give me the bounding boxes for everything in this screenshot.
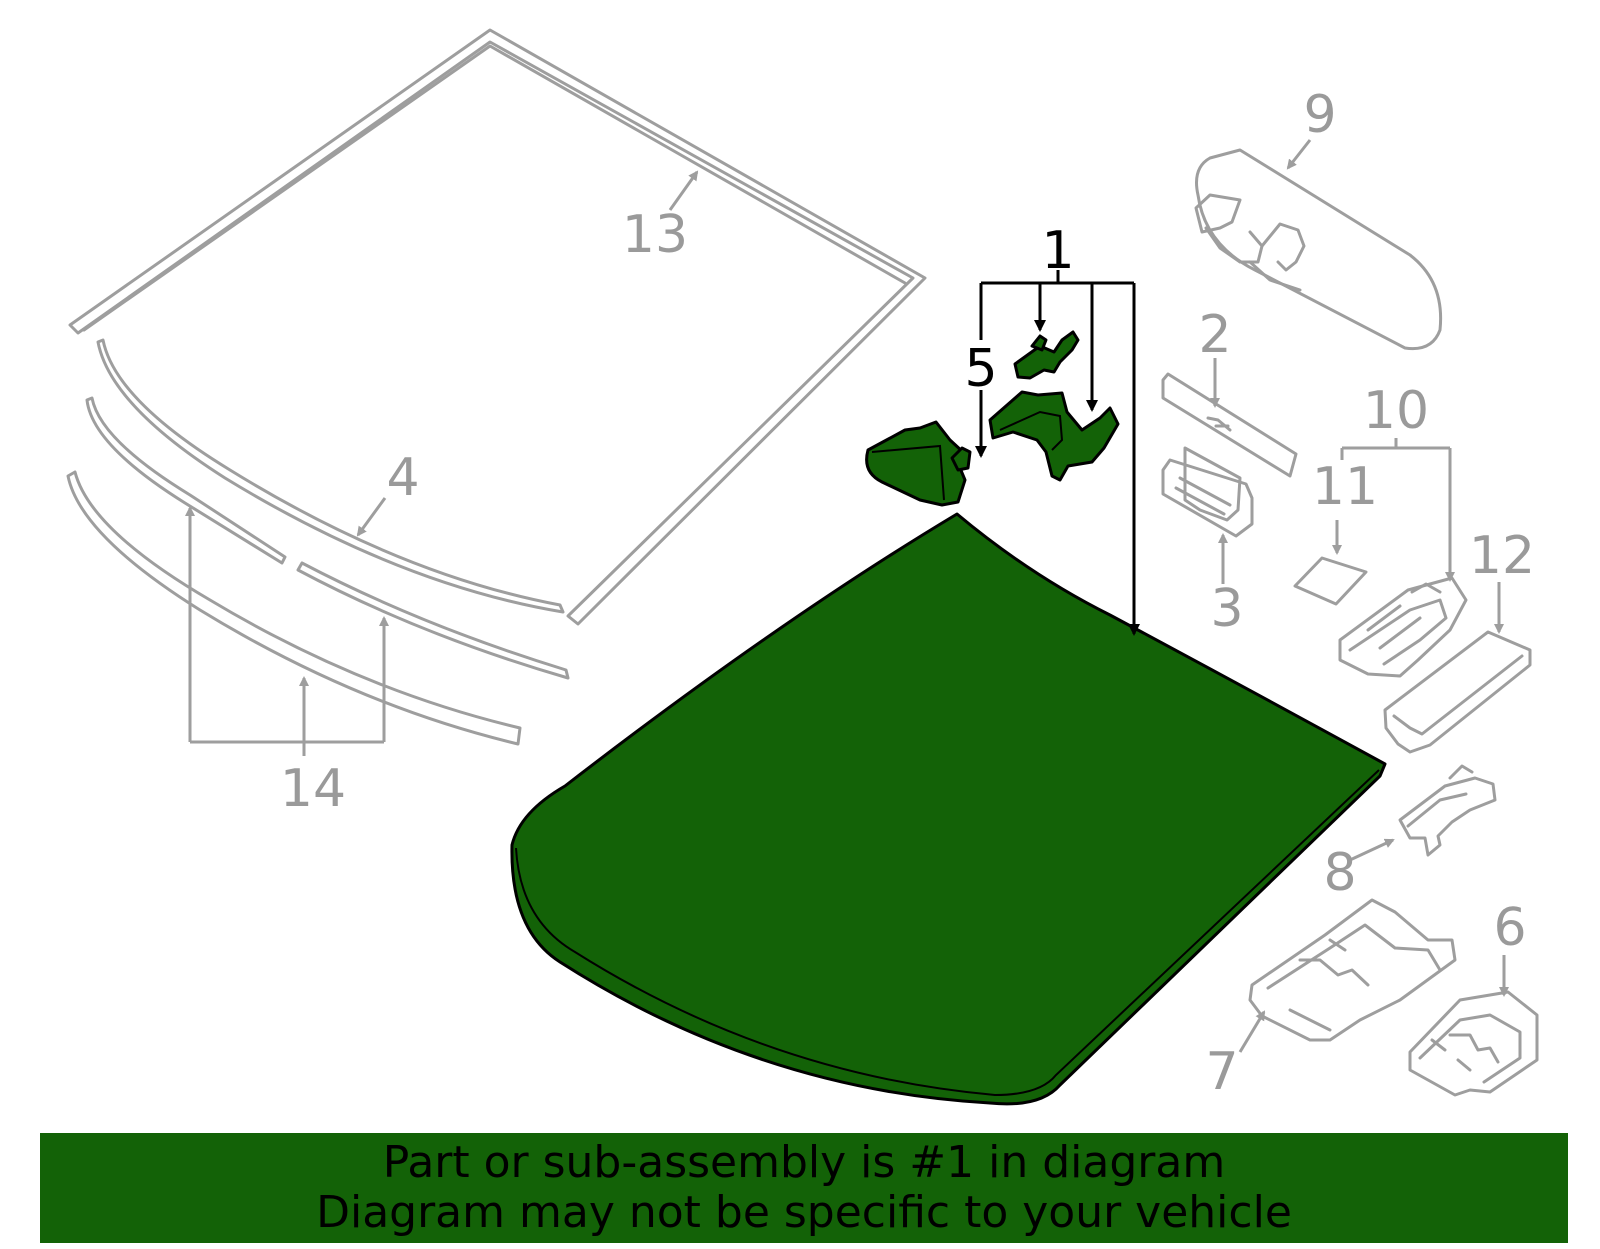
callout-8: 8 bbox=[1323, 843, 1356, 903]
part-4-reveal-molding bbox=[96, 338, 565, 614]
part-5-bracket bbox=[865, 420, 972, 507]
part-1-windshield-glass bbox=[510, 512, 1387, 1106]
part-14-lower-moldings bbox=[66, 396, 570, 756]
part-10-sensor-cover bbox=[1338, 438, 1468, 678]
callout-10: 10 bbox=[1363, 381, 1429, 441]
callout-1-leaders bbox=[975, 270, 1140, 636]
part-1-camera-bracket bbox=[988, 390, 1120, 482]
part-11-pad bbox=[1293, 520, 1368, 606]
part-9-mirror bbox=[1194, 139, 1443, 351]
callout-12: 12 bbox=[1469, 526, 1535, 586]
callout-3: 3 bbox=[1210, 579, 1243, 639]
callout-2: 2 bbox=[1198, 305, 1231, 365]
part-8-clip bbox=[1349, 764, 1497, 862]
part-6-bracket bbox=[1408, 955, 1539, 1097]
part-12-channel bbox=[1383, 582, 1532, 754]
part-13-frame-molding bbox=[68, 28, 927, 626]
callout-9: 9 bbox=[1303, 85, 1336, 145]
part-1-rain-sensor-clip bbox=[1013, 330, 1080, 380]
callout-7: 7 bbox=[1205, 1042, 1238, 1102]
callout-14: 14 bbox=[280, 759, 346, 819]
callout-4: 4 bbox=[386, 448, 419, 508]
part-2-strip bbox=[1161, 358, 1298, 478]
footer-line-2: Diagram may not be specific to your vehi… bbox=[316, 1187, 1292, 1238]
part-7-cover bbox=[1238, 898, 1457, 1053]
callout-1: 1 bbox=[1041, 221, 1074, 281]
callout-13: 13 bbox=[622, 205, 688, 265]
callout-6: 6 bbox=[1493, 898, 1526, 958]
part-3-holder bbox=[1161, 446, 1254, 584]
footer-banner: Part or sub-assembly is #1 in diagram Di… bbox=[40, 1133, 1568, 1243]
callout-11: 11 bbox=[1312, 457, 1378, 517]
callout-5: 5 bbox=[964, 339, 997, 399]
footer-line-1: Part or sub-assembly is #1 in diagram bbox=[382, 1137, 1226, 1188]
